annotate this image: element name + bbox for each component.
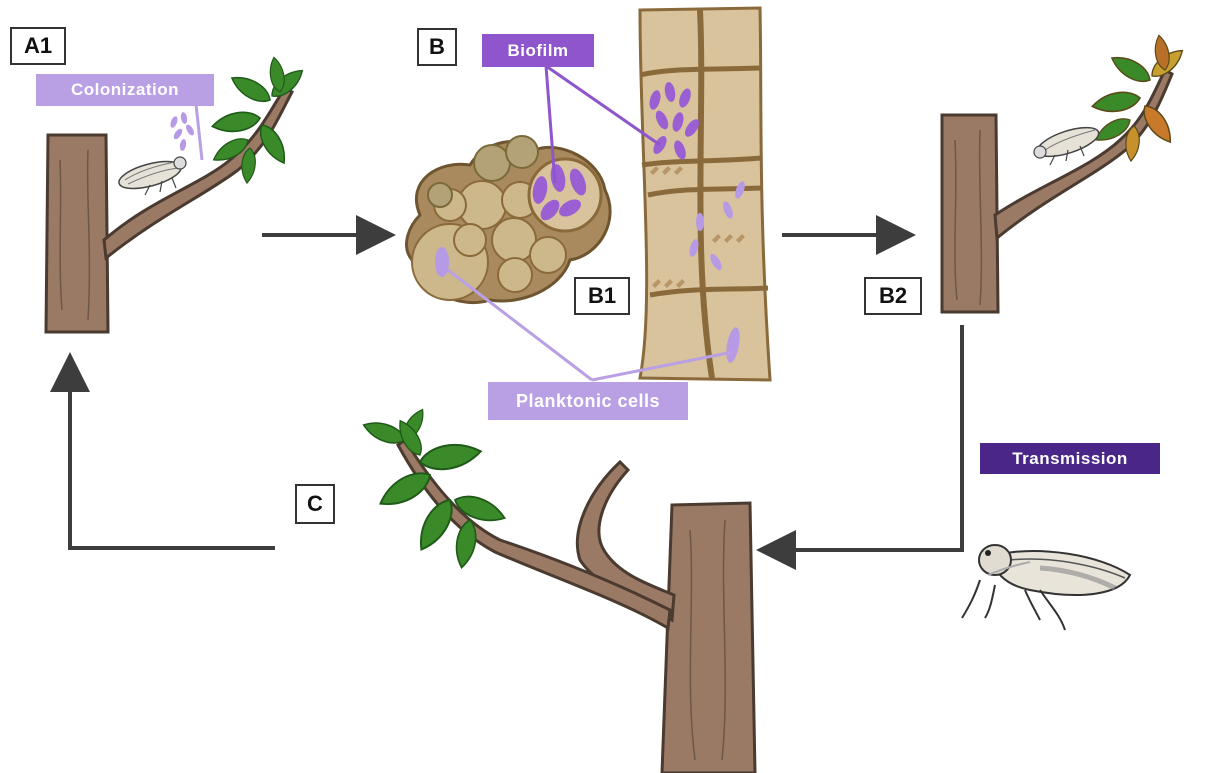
transmission-tag: Transmission	[980, 443, 1160, 474]
insect-small-b2	[1034, 122, 1102, 165]
insect-vector	[962, 545, 1130, 630]
panel-label-b1: B1	[574, 277, 630, 315]
panel-label-c: C	[295, 484, 335, 524]
panel-label-a1: A1	[10, 27, 66, 65]
tree-c	[361, 406, 755, 773]
insect-small-a1	[116, 156, 186, 195]
xylem-vessel-b	[640, 8, 770, 380]
colonization-cells	[169, 112, 195, 152]
tree-b2	[942, 34, 1187, 312]
panel-label-b2: B2	[864, 277, 922, 315]
arrow-c-to-a1	[70, 368, 275, 548]
panel-label-b: B	[417, 28, 457, 66]
arrow-b2-to-c	[772, 325, 962, 550]
biofilm-tag: Biofilm	[482, 34, 594, 67]
colonization-tag: Colonization	[36, 74, 214, 106]
planktonic-cells-tag: Planktonic cells	[488, 382, 688, 420]
